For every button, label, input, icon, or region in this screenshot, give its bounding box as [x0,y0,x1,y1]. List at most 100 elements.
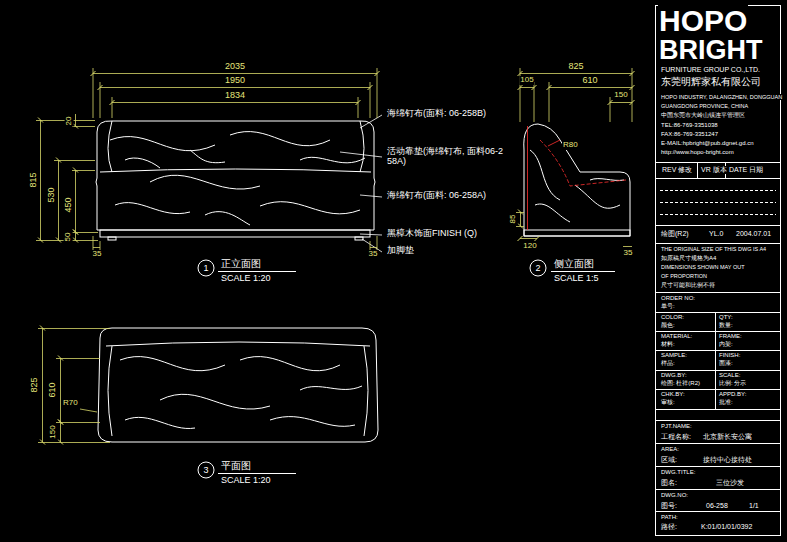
view-number: 3 [197,461,215,479]
annotation-text: 批准: [718,399,734,406]
annotation-text: 区域: [660,456,678,464]
circle-shape [530,260,546,276]
dimension-text: 85 [509,214,518,225]
annotation-text: 接待中心接待处 [702,456,753,464]
annotation-text: 侧立面图 [553,258,595,269]
annotation-text: TEL:86-769-3351038 [660,122,719,129]
annotation-text: BRIGHT [658,36,764,66]
dimension-text: 150 [613,91,628,100]
annotation-text: COLOR: [660,314,685,321]
annotation-text: 加脚垫 [386,246,415,256]
view-number: 2 [529,259,547,277]
annotation-text: 北京新长安公寓 [702,433,753,441]
circle-shape [198,260,214,276]
annotation-text: SAMPLE: [660,352,688,359]
annotation-text: 路径: [660,523,678,531]
dimension-text: 120 [522,242,537,251]
annotation-text: 1/1 [748,502,760,510]
dimension-text: 50 [64,232,73,243]
annotation-text: 海绵钉布(面料: 06-258A) [386,191,487,201]
view-number: 1 [197,259,215,277]
annotation-text: MATERIAL: [660,333,693,340]
annotation-text: YL.0 [708,230,724,238]
annotation-text: 材料: [660,341,676,348]
circle-shape [198,462,214,478]
dimension-text: 150 [49,424,58,439]
annotation-text: SCALE 1:20 [220,274,272,284]
sofa-plan-view [98,328,378,442]
dimension-text: R70 [62,399,79,408]
annotation-text: 图名: [660,479,678,487]
annotation-text: APPD.BY: [718,391,747,398]
annotation-text: E-MAIL:hpbright@pub.dgnet.gd.cn [660,140,754,147]
annotation-text: 数量: [718,322,734,329]
annotation-text: 三位沙发 [715,479,745,487]
title-block [655,6,781,536]
annotation-text: K:01/01/01/0392 [700,523,753,531]
annotation-text: SCALE 1:5 [553,274,600,284]
side-section-lines [528,126,627,230]
annotation-text: 工程名称: [660,433,692,441]
annotation-text: 样品: [660,360,676,367]
annotation-text: 黑樟木饰面FINISH (Q) [386,229,478,239]
dimension-text: 1834 [224,91,246,101]
annotation-text: FURNITURE GROUP CO.,LTD. [660,66,761,74]
annotation-text: QTY: [718,314,734,321]
annotation-text: GUANGDONG PROVINCE, CHINA [660,103,749,109]
dimension-text: 610 [581,76,598,86]
annotation-text: ORDER NO: [660,295,696,302]
dimension-text: 450 [64,196,74,213]
annotation-text: FINISH: [718,352,741,359]
dimension-text: 35 [368,250,379,259]
annotation-text: REV 修改 [661,166,693,174]
annotation-text: SCALE: [718,372,741,379]
annotation-text: 尺寸可能和比例不符 [660,282,716,289]
annotation-text: 正立面图 [220,258,262,269]
annotation-text: DIMENSIONS SHOWN MAY OUT [660,264,746,270]
sofa-side-view [524,124,630,236]
dimension-text: 530 [47,186,57,203]
annotation-text: 单号: [660,303,676,310]
annotation-text: 绘图(R2) [660,230,690,238]
annotation-text: 海绵钉布(面料: 06-258B) [386,109,487,119]
annotation-text: DATE 日期 [728,166,764,174]
annotation-text: 绘图: 杜祥(R2) [660,380,701,387]
view-number-circle: 3 [197,461,215,479]
annotation-text: PATH: [660,514,679,521]
dimension-text: 35 [623,249,634,258]
annotation-text: http://www.hopo-bright.com [660,149,735,156]
annotation-text: 颜色: [660,322,676,329]
annotation-text: VR 版本 [700,166,728,174]
annotation-text: FRAME: [718,333,743,340]
annotation-text: 面漆: [718,360,734,367]
dimension-text: 825 [567,62,584,72]
plan-dimension-lines [38,328,110,443]
annotation-text: 内架: [718,341,734,348]
annotation-text: 中国东莞市大岭山镇连平管理区 [660,112,746,119]
annotation-text: HOPO INDUSTRY, DALANGZHEN, DONGGUAN [660,94,783,100]
dimension-text: R80 [562,141,579,150]
annotation-text: CHK.BY: [660,391,686,398]
dimension-lines [36,68,377,250]
dimension-text: 20 [65,116,74,127]
annotation-text: AREA: [660,446,680,453]
annotation-text: 2004.07.01 [735,230,772,238]
annotation-text: SCALE 1:20 [220,476,272,486]
annotation-text: 如原稿尺寸规格为A4 [660,255,717,262]
annotation-text: DWG.TITLE: [660,469,696,476]
annotation-text: HOPO [658,4,748,37]
sofa-front-view [96,121,375,240]
annotation-text: 东莞明辉家私有限公司 [660,76,762,87]
dimension-text: 1950 [224,76,246,86]
leader-lines [340,115,382,252]
dimension-text: 825 [30,376,40,393]
side-dimension-lines [516,68,632,247]
dimension-text: 35 [92,250,103,259]
annotation-text: 审核: [660,399,676,406]
annotation-text: PJT.NAME: [660,423,693,430]
annotation-text: FAX:86-769-3351247 [660,131,719,138]
annotation-text: OF PROPORTION [660,273,708,279]
annotation-text: THE ORIGINAL SIZE OF THIS DWG IS A4 [660,246,767,252]
annotation-text: 活动靠垫(海绵钉布, 面料06-258A) [386,147,504,167]
